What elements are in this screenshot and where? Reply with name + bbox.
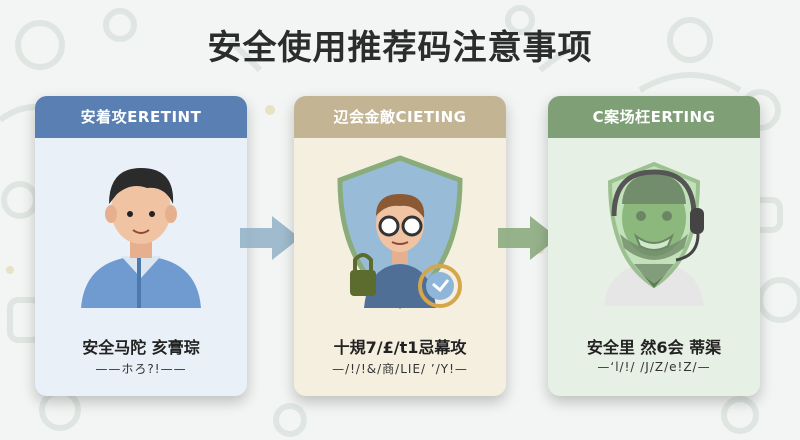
card-body: 安全马陀 亥膏琮 ——ホろ?!—— bbox=[35, 138, 247, 396]
card-body: 十規7/£/t1忌幕攻 —/!/!&/商/LIE/ ’/Y!— bbox=[294, 138, 506, 396]
card-header: 安着攻ERETINT bbox=[35, 96, 247, 138]
card-caption: 安全马陀 亥膏琮 bbox=[82, 338, 200, 357]
page-title: 安全使用推荐码注意事项 bbox=[207, 28, 593, 68]
card-header: C案场枉ERTING bbox=[548, 96, 760, 138]
person-icon bbox=[81, 168, 201, 308]
arrow-right-icon bbox=[240, 216, 300, 260]
arrow-right-icon bbox=[498, 216, 558, 260]
card-subtext: —‘l/!/ /J/Z/e!Z/— bbox=[597, 360, 711, 374]
card-subtext: —/!/!&/商/LIE/ ’/Y!— bbox=[332, 362, 468, 376]
card-caption: 安全里 然6会 蒂渠 bbox=[586, 338, 722, 357]
card-user: 安着攻ERETINT 安全马陀 亥膏琮 ——ホろ?!—— bbox=[35, 96, 247, 396]
card-header: 辺会金敵CIETING bbox=[294, 96, 506, 138]
card-body: 安全里 然6会 蒂渠 —‘l/!/ /J/Z/e!Z/— bbox=[548, 138, 760, 396]
shield-face-icon bbox=[604, 161, 704, 306]
card-caption: 十規7/£/t1忌幕攻 bbox=[333, 338, 467, 357]
card-subtext: ——ホろ?!—— bbox=[95, 362, 187, 376]
card-shield: 辺会金敵CIETING 十規7/£/t1忌幕攻 —/!/!&/商/LIE/ ’/… bbox=[294, 96, 506, 396]
shield-lock-icon bbox=[337, 155, 463, 309]
card-headset: C案场枉ERTING 安全里 然6会 蒂渠 —‘l/!/ /J/Z/e!Z/— bbox=[548, 96, 760, 396]
